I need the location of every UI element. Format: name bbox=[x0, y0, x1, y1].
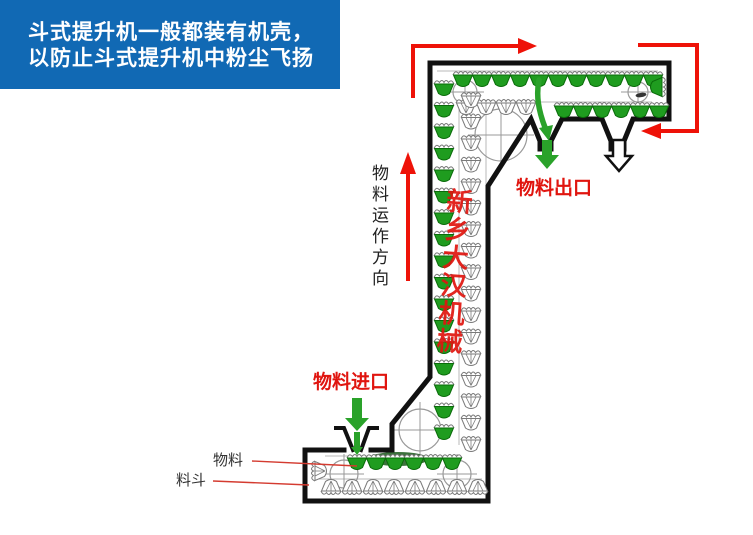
inlet-arrow-green bbox=[345, 398, 369, 455]
material-lump bbox=[635, 92, 647, 98]
banner-line-2: 以防止斗式提升机中粉尘飞扬 bbox=[28, 47, 314, 70]
info-banner: 斗式提升机一般都装有机壳， 以防止斗式提升机中粉尘飞扬 bbox=[0, 0, 340, 89]
flow-arrow-top-left bbox=[411, 38, 537, 98]
full-buckets bbox=[346, 71, 670, 470]
banner-line-1: 斗式提升机一般都装有机壳， bbox=[28, 21, 314, 44]
flow-direction-label: 物料运作方向 bbox=[369, 164, 388, 290]
material-label: 物料 bbox=[213, 452, 244, 469]
flow-arrow-top-right bbox=[638, 43, 699, 139]
outlet-arrow-white bbox=[603, 138, 635, 173]
leader-lines bbox=[212, 460, 358, 486]
outlet-arrow-green bbox=[534, 77, 559, 169]
inlet-label: 物料进口 bbox=[313, 372, 390, 393]
outlet-label: 物料出口 bbox=[516, 178, 593, 199]
flow-arrow-upward bbox=[400, 152, 416, 281]
bucket-label: 料斗 bbox=[176, 472, 207, 489]
inlet-funnel bbox=[334, 426, 379, 453]
